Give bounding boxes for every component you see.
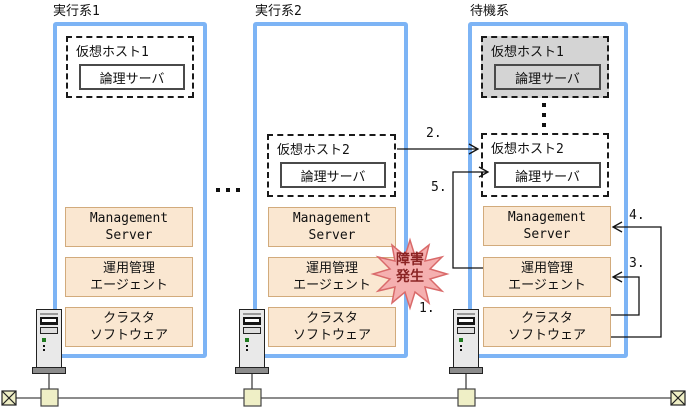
active2-operation-agent: 運用管理 エージェント bbox=[268, 257, 396, 297]
active1-cluster-software: クラスタ ソフトウェア bbox=[65, 307, 193, 347]
standby-operation-agent: 運用管理 エージェント bbox=[483, 257, 611, 297]
standby-virtual-host2: 仮想ホスト2 論理サーバ bbox=[481, 133, 609, 197]
active2-cluster-software: クラスタ ソフトウェア bbox=[268, 307, 396, 347]
active2-virtual-host2: 仮想ホスト2 論理サーバ bbox=[267, 134, 396, 197]
step-label-4: 4. bbox=[629, 208, 645, 223]
step-label-3: 3. bbox=[629, 256, 645, 271]
active2-logical-server: 論理サーバ bbox=[280, 162, 386, 188]
standby-virtual-host1-label: 仮想ホスト1 bbox=[491, 45, 564, 60]
network-terminator-right-icon bbox=[670, 390, 686, 406]
system-title-standby: 待機系 bbox=[470, 4, 510, 19]
step-label-5: 5. bbox=[431, 180, 447, 195]
standby-virtual-host2-label: 仮想ホスト2 bbox=[491, 142, 564, 157]
active1-virtual-host1: 仮想ホスト1 論理サーバ bbox=[66, 36, 194, 98]
active1-logical-server: 論理サーバ bbox=[79, 64, 185, 90]
standby-management-server: Management Server bbox=[483, 206, 611, 246]
standby-virtual-host1: 仮想ホスト1 論理サーバ bbox=[481, 36, 609, 98]
network-terminator-left-icon bbox=[1, 390, 17, 406]
server-tower-icon-2 bbox=[239, 309, 265, 368]
network-node-2 bbox=[243, 388, 262, 407]
active1-management-server: Management Server bbox=[65, 207, 193, 247]
server-tower-base-1 bbox=[32, 367, 66, 374]
server-tower-base-3 bbox=[449, 367, 483, 374]
step-label-1: 1. bbox=[419, 301, 435, 316]
ellipsis-horizontal-icon bbox=[216, 188, 240, 192]
network-node-1 bbox=[40, 388, 59, 407]
ellipsis-vertical-icon bbox=[542, 103, 546, 127]
step-label-2: 2. bbox=[426, 126, 442, 141]
standby-cluster-software: クラスタ ソフトウェア bbox=[483, 307, 611, 347]
system-title-active1: 実行系1 bbox=[53, 4, 100, 19]
failure-burst-label: 障害 発生 bbox=[396, 252, 424, 285]
arrow-step2-icon bbox=[397, 143, 480, 155]
standby-logical-server2: 論理サーバ bbox=[494, 162, 601, 188]
network-node-3 bbox=[457, 388, 476, 407]
standby-logical-server1: 論理サーバ bbox=[494, 64, 601, 90]
active2-virtual-host2-label: 仮想ホスト2 bbox=[277, 143, 350, 158]
active1-virtual-host1-label: 仮想ホスト1 bbox=[76, 45, 149, 60]
server-tower-icon-3 bbox=[453, 309, 479, 368]
server-tower-base-2 bbox=[235, 367, 269, 374]
active1-operation-agent: 運用管理 エージェント bbox=[65, 257, 193, 297]
system-title-active2: 実行系2 bbox=[255, 4, 302, 19]
active2-management-server: Management Server bbox=[268, 207, 396, 247]
server-tower-icon-1 bbox=[36, 309, 62, 368]
